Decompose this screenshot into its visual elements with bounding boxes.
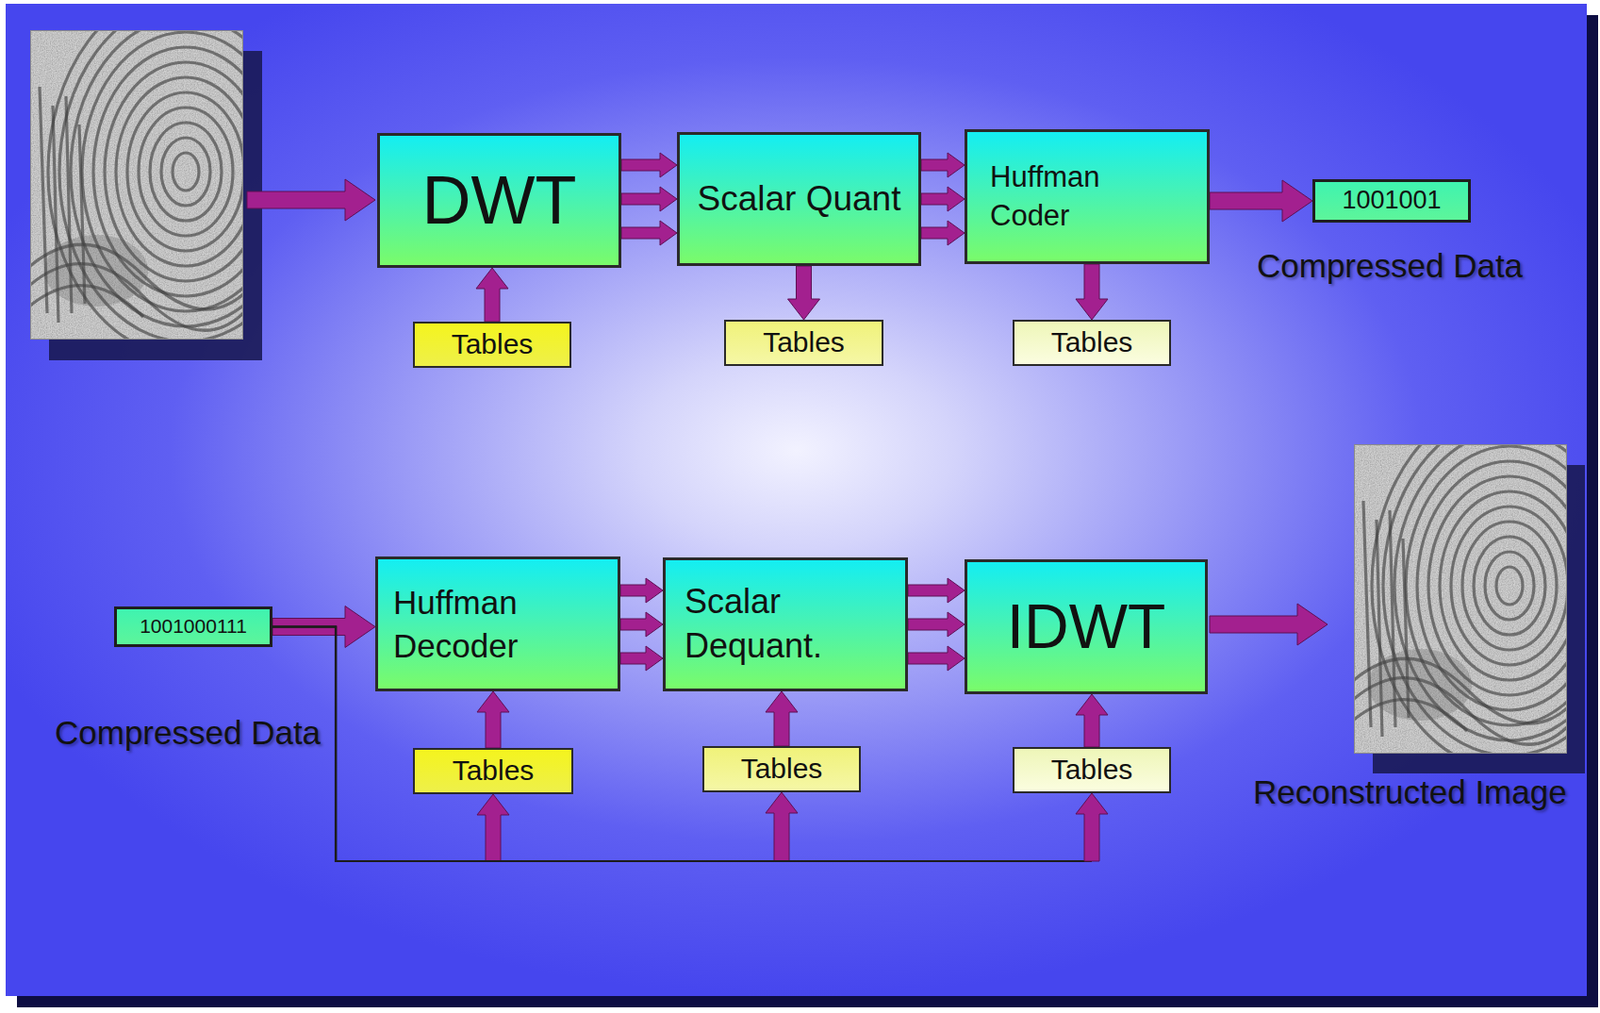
arrow-shape	[476, 267, 509, 322]
arrow-shape	[621, 152, 677, 178]
process-box: DWT	[377, 132, 622, 268]
flow-arrow	[621, 152, 677, 178]
process-box: IDWT	[964, 559, 1208, 694]
table-box: Tables	[412, 321, 572, 368]
box-label: Huffman Decoder	[393, 580, 592, 667]
caption-label: Compressed Data	[54, 713, 321, 752]
flow-arrow	[621, 186, 677, 212]
bitstream-box: 1001001	[1312, 179, 1471, 223]
arrow-shape	[765, 691, 798, 746]
arrow-shape	[921, 152, 965, 178]
box-label: Huffman Coder	[989, 158, 1151, 235]
flow-arrow	[907, 611, 965, 637]
box-label: Scalar Quant	[697, 179, 902, 220]
arrow-shape	[620, 611, 663, 637]
flow-arrow	[921, 186, 965, 212]
flow-arrow	[477, 691, 510, 748]
input-arrow	[247, 179, 376, 221]
arrow-shape	[620, 577, 663, 603]
fingerprint-image	[1353, 400, 1600, 771]
process-box: Scalar Dequant.	[662, 557, 908, 692]
box-label: 1001001	[1341, 185, 1441, 215]
arrow-shape	[1075, 263, 1108, 320]
process-box: Huffman Coder	[964, 129, 1210, 264]
box-label: Tables	[451, 328, 534, 362]
arrow-shape	[788, 265, 821, 320]
box-label: Scalar Dequant.	[684, 579, 892, 669]
arrow-shape	[1075, 693, 1108, 747]
flow-arrow	[788, 265, 821, 320]
flow-arrow	[1075, 693, 1108, 747]
box-label: 1001000111	[139, 614, 248, 638]
arrow-shape	[621, 186, 677, 212]
box-label: DWT	[422, 161, 578, 240]
arrow-shape	[621, 220, 677, 246]
flow-arrow	[620, 645, 663, 671]
flow-arrow	[765, 691, 798, 746]
flow-arrow	[907, 645, 965, 671]
box-label: Tables	[1051, 753, 1134, 787]
box-label: Tables	[741, 752, 824, 786]
arrow-shape	[921, 186, 965, 212]
process-box: Scalar Quant	[676, 131, 922, 266]
caption-label: Reconstructed Image	[1253, 773, 1568, 811]
bitstream-box: 1001000111	[114, 606, 273, 647]
flow-arrow	[907, 577, 965, 603]
arrow-shape	[907, 611, 965, 637]
arrow-shape	[907, 577, 965, 603]
flow-arrow	[1209, 180, 1313, 222]
caption-label: Compressed Data	[1256, 247, 1523, 285]
box-label: Tables	[452, 754, 535, 788]
table-box: Tables	[412, 747, 574, 794]
box-label: Tables	[1051, 326, 1134, 360]
arrow-shape	[765, 791, 798, 861]
flow-arrow	[620, 577, 663, 603]
arrow-shape	[921, 220, 965, 246]
arrow-shape	[477, 793, 510, 861]
flow-arrow	[1075, 263, 1108, 320]
arrow-shape	[477, 691, 510, 748]
arrow-shape	[1075, 792, 1108, 861]
process-box: Huffman Decoder	[375, 556, 621, 692]
box-label: IDWT	[1006, 591, 1167, 663]
flow-arrow	[921, 220, 965, 246]
flow-arrow	[476, 267, 509, 322]
flow-arrow	[621, 220, 677, 246]
flow-arrow	[921, 152, 965, 178]
arrow-shape	[907, 645, 965, 671]
fingerprint-image	[30, 0, 324, 357]
table-box: Tables	[702, 745, 861, 792]
arrow-shape	[620, 645, 663, 671]
arrow-shape	[1209, 180, 1313, 222]
flow-arrow	[620, 611, 663, 637]
box-label: Tables	[762, 326, 845, 360]
table-box: Tables	[1012, 319, 1172, 366]
table-box: Tables	[1012, 746, 1172, 793]
output-arrow	[1209, 603, 1328, 645]
table-box: Tables	[724, 319, 884, 366]
